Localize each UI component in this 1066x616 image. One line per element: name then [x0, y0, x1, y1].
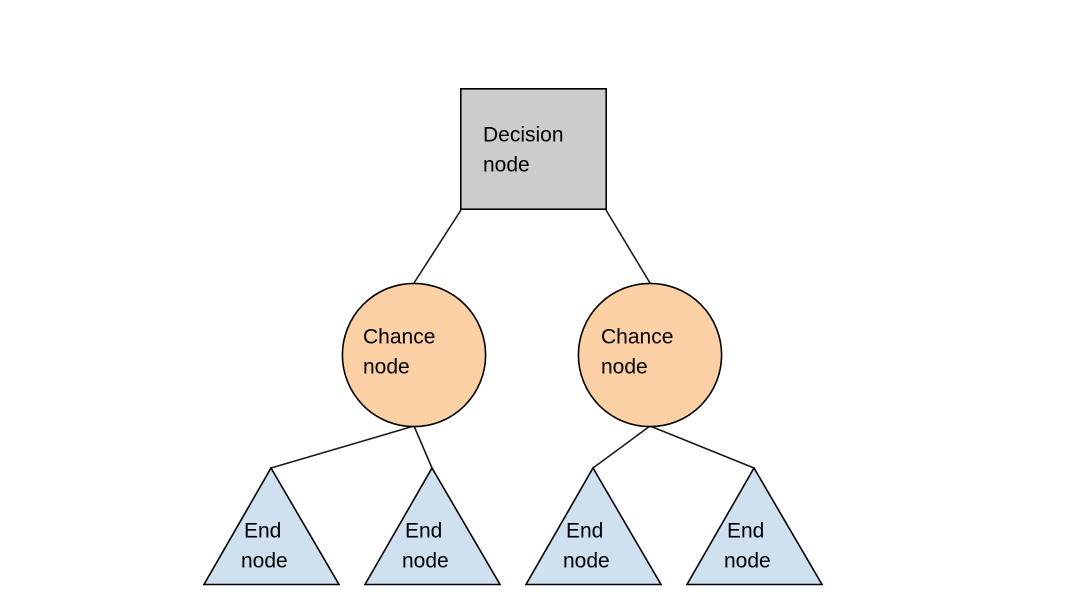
decision-node-label-line2: node: [483, 154, 530, 177]
chance-node-right[interactable]: Chance node: [577, 282, 723, 428]
end-node-1-label-line2: node: [241, 550, 288, 573]
chance-node-left-label-line2: node: [363, 356, 410, 379]
end-node-4-shape[interactable]: [685, 466, 824, 586]
end-node-3-label-line1: End: [566, 520, 603, 543]
end-node-1-shape[interactable]: [202, 466, 341, 586]
chance-node-left[interactable]: Chance node: [341, 282, 487, 428]
chance-node-right-shape[interactable]: [577, 282, 723, 428]
edge-decision-to-chance-right: [605, 209, 651, 284]
decision-node[interactable]: Decision node: [459, 88, 607, 211]
chance-node-left-label-line1: Chance: [363, 326, 435, 349]
end-node-4-label-line1: End: [727, 520, 764, 543]
end-node-2-label-line2: node: [402, 550, 449, 573]
end-node-2-shape[interactable]: [363, 466, 502, 586]
edge-decision-to-chance-left: [413, 209, 462, 284]
end-node-3-label-line2: node: [563, 550, 610, 573]
edge-chance-left-to-end-2: [413, 425, 433, 469]
edge-chance-right-to-end-3: [592, 425, 651, 469]
end-node-3-shape[interactable]: [524, 466, 663, 586]
decision-node-shape[interactable]: [459, 88, 607, 211]
end-node-4-label-line2: node: [724, 550, 771, 573]
decision-node-label-line1: Decision: [483, 124, 564, 147]
edge-chance-left-to-end-1: [270, 425, 415, 469]
end-node-2[interactable]: End node: [363, 466, 502, 586]
end-node-3[interactable]: End node: [524, 466, 663, 586]
end-node-4[interactable]: End node: [685, 466, 824, 586]
edge-group: [270, 209, 755, 469]
end-node-1-label-line1: End: [244, 520, 281, 543]
chance-node-right-label-line1: Chance: [601, 326, 673, 349]
end-node-1[interactable]: End node: [202, 466, 341, 586]
edge-chance-right-to-end-4: [649, 425, 755, 469]
chance-node-right-label-line2: node: [601, 356, 648, 379]
chance-node-left-shape[interactable]: [341, 282, 487, 428]
end-node-2-label-line1: End: [405, 520, 442, 543]
